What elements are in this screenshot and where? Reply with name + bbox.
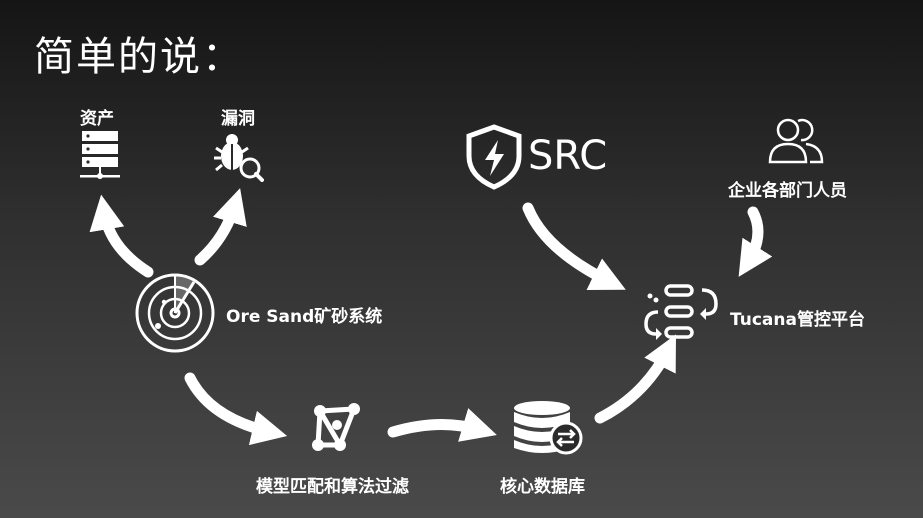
src-label: SRC bbox=[528, 133, 608, 179]
asset-label: 资产 bbox=[80, 109, 114, 129]
arrow-radar-to-matching bbox=[184, 372, 288, 446]
arrow-matching-to-database bbox=[387, 408, 497, 442]
arrow-radar-to-vuln bbox=[194, 188, 247, 266]
arrow-src-to-tucana bbox=[522, 202, 626, 291]
cycle-list-icon bbox=[644, 284, 718, 340]
shield-bolt-icon bbox=[466, 124, 522, 190]
server-icon bbox=[80, 131, 120, 179]
staff-label: 企业各部门人员 bbox=[728, 181, 847, 201]
oresand-label: Ore Sand矿砂系统 bbox=[226, 307, 383, 327]
arrow-database-to-tucana bbox=[594, 334, 677, 424]
tucana-label: Tucana管控平台 bbox=[730, 310, 865, 330]
arrow-staff-to-tucana bbox=[738, 206, 773, 277]
database-sync-icon bbox=[514, 401, 583, 455]
matching-label: 模型匹配和算法过滤 bbox=[256, 477, 409, 497]
users-icon bbox=[768, 118, 824, 164]
database-label: 核心数据库 bbox=[500, 477, 585, 497]
page-title: 简单的说： bbox=[34, 34, 244, 80]
bug-search-icon bbox=[214, 134, 264, 182]
vuln-label: 漏洞 bbox=[221, 109, 255, 129]
network-icon bbox=[312, 403, 360, 451]
arrow-radar-to-asset bbox=[89, 194, 154, 278]
radar-icon bbox=[135, 273, 215, 353]
